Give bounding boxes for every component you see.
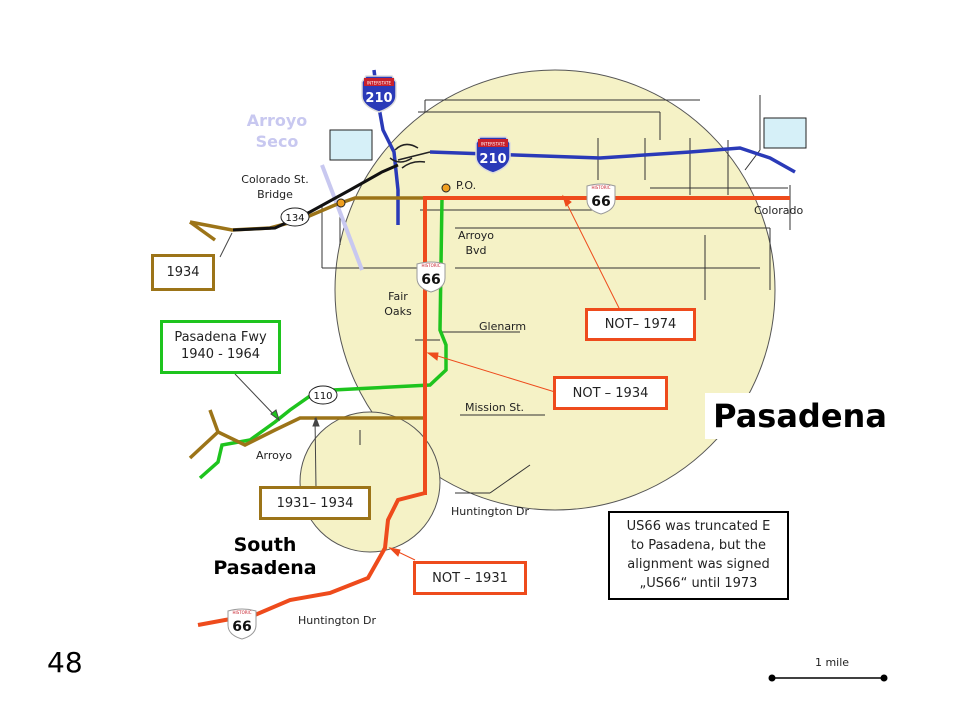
label-huntington-dr-1: Huntington Dr [451, 505, 530, 518]
scale-bar-start [768, 674, 776, 682]
us66-shield-huntington: HISTORIC 66 [227, 608, 257, 640]
box-pasadena-fwy-line1: Pasadena Fwy [174, 330, 267, 345]
label-fair-oaks-2: Oaks [384, 305, 412, 318]
freeway-segment [232, 163, 399, 232]
us66-shield-colorado: HISTORIC 66 [586, 183, 616, 215]
label-huntington-dr-2: Huntington Dr [298, 614, 377, 627]
svg-text:HISTORIC: HISTORIC [421, 263, 440, 268]
box-not-1934-text: NOT – 1934 [572, 386, 649, 401]
svg-text:66: 66 [591, 194, 610, 210]
note-line-1: US66 was truncated E [626, 519, 771, 534]
box-not-1974-text: NOT– 1974 [604, 317, 677, 332]
svg-text:134: 134 [285, 213, 304, 224]
svg-text:INTERSTATE: INTERSTATE [481, 142, 505, 147]
note-line-2: to Pasadena, but the [631, 538, 766, 553]
route-110-shield: 110 [308, 385, 338, 405]
svg-text:210: 210 [365, 91, 392, 106]
arroyo-seco-wash [320, 164, 364, 271]
reservoir-west [329, 129, 373, 161]
label-arroyo: Arroyo [256, 449, 292, 462]
annotation-arrows [388, 194, 621, 561]
scale-bar-end [880, 674, 888, 682]
svg-text:HISTORIC: HISTORIC [591, 185, 610, 190]
svg-text:210: 210 [479, 152, 506, 167]
label-arroyo-seco-2: Seco [256, 132, 299, 151]
south-pasadena-line2: Pasadena [213, 557, 317, 579]
svg-text:INTERSTATE: INTERSTATE [367, 81, 391, 86]
south-pasadena-line1: South [233, 534, 297, 556]
box-1934-text: 1934 [166, 265, 200, 280]
reservoir-east [763, 117, 807, 149]
box-pasadena-fwy-line2: 1940 - 1964 [180, 347, 261, 362]
south-pasadena-label: South Pasadena [205, 534, 325, 580]
route-1931-1934-mission [208, 409, 425, 447]
pasadena-title: Pasadena [705, 393, 895, 439]
box-1934: 1934 [151, 254, 215, 291]
route-134-shield: 134 [280, 207, 310, 227]
svg-text:66: 66 [421, 272, 440, 288]
label-colorado: Colorado [754, 204, 803, 217]
route-1934-branch [188, 220, 217, 242]
box-not-1931: NOT – 1931 [413, 561, 527, 595]
label-post-office: P.O. [456, 179, 476, 192]
label-arroyo-seco-1: Arroyo [247, 111, 308, 130]
post-office-marker [441, 183, 451, 193]
i210-shield-east: INTERSTATE 210 [475, 136, 511, 174]
label-arroyo-bvd-1: Arroyo [458, 229, 494, 242]
label-mission-st: Mission St. [465, 401, 524, 414]
truncation-note-box: US66 was truncated E to Pasadena, but th… [608, 511, 789, 600]
label-glenarm: Glenarm [479, 320, 526, 333]
box-1931-1934-text: 1931– 1934 [276, 496, 354, 511]
box-pasadena-fwy: Pasadena Fwy 1940 - 1964 [160, 320, 281, 374]
route-1931-branch [188, 430, 220, 460]
box-not-1931-text: NOT – 1931 [432, 571, 508, 586]
svg-text:110: 110 [313, 391, 332, 402]
scale-label: 1 mile [815, 656, 849, 669]
south-pasadena-area-circle [299, 411, 441, 553]
street-grid [321, 95, 791, 494]
svg-text:HISTORIC: HISTORIC [232, 610, 251, 615]
box-not-1974: NOT– 1974 [585, 308, 696, 341]
label-colorado-bridge-1: Colorado St. [241, 173, 308, 186]
note-line-3: alignment was signed [627, 557, 770, 572]
box-1931-1934: 1931– 1934 [259, 486, 371, 520]
label-arroyo-bvd-2: Bvd [465, 244, 486, 257]
page-number: 48 [47, 646, 83, 679]
bridge-marker [336, 198, 346, 208]
us66-shield-fair-oaks: HISTORIC 66 [416, 261, 446, 293]
label-colorado-bridge-2: Bridge [257, 188, 293, 201]
label-fair-oaks-1: Fair [388, 290, 408, 303]
interchange [389, 143, 431, 169]
annotation-arrows-dark [219, 232, 320, 489]
note-line-4: „US66“ until 1973 [639, 576, 758, 591]
i210-shield-north: INTERSTATE 210 [361, 75, 397, 113]
svg-text:66: 66 [232, 619, 251, 635]
box-not-1934: NOT – 1934 [553, 376, 668, 410]
